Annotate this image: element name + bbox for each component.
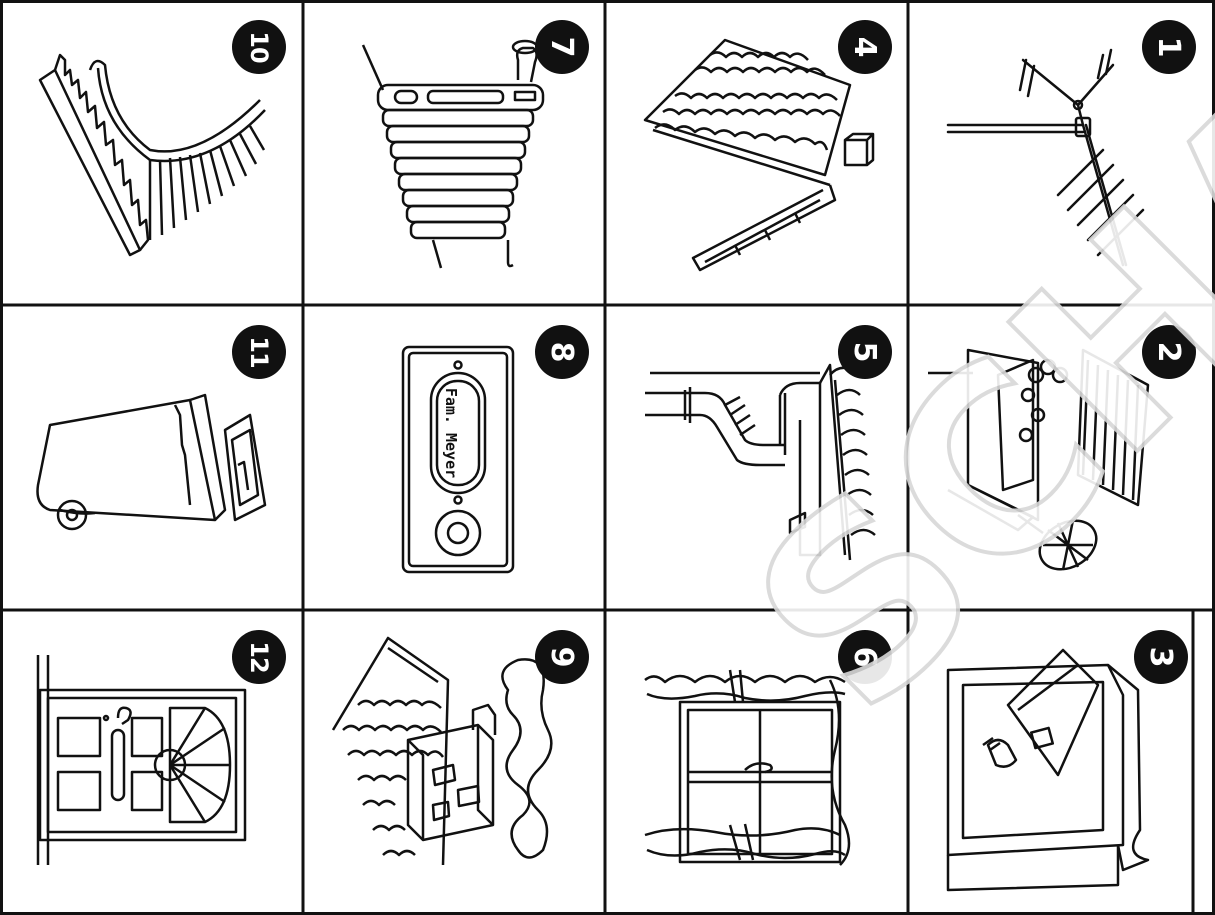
cell-antenna: 1 — [908, 0, 1215, 305]
badge-6: 6 — [838, 630, 892, 684]
cell-trash-bin: 11 — [0, 305, 303, 610]
cell-roof-ornament: 10 — [0, 0, 303, 305]
badge-1: 1 — [1142, 20, 1196, 74]
cell-drainpipe: 5 — [605, 305, 908, 610]
badge-9: 9 — [535, 630, 589, 684]
badge-12: 12 — [232, 630, 286, 684]
badge-11: 11 — [232, 325, 286, 379]
cell-doorbell: Fam. Meyer 8 — [303, 305, 605, 610]
cell-front-door: 12 — [0, 610, 303, 915]
cell-window: 6 — [605, 610, 908, 915]
badge-8: 8 — [535, 325, 589, 379]
cell-mailbox: 3 — [908, 610, 1193, 915]
cell-radiator: 7 — [303, 0, 605, 305]
cell-roof-tiles: 4 — [605, 0, 908, 305]
badge-5: 5 — [838, 325, 892, 379]
cell-chimney: 9 — [303, 610, 605, 915]
cell-balcony: 2 — [908, 305, 1215, 610]
badge-2: 2 — [1142, 325, 1196, 379]
badge-7: 7 — [535, 20, 589, 74]
badge-3: 3 — [1134, 630, 1188, 684]
badge-10: 10 — [232, 20, 286, 74]
nameplate-text: Fam. Meyer — [442, 387, 461, 479]
badge-4: 4 — [838, 20, 892, 74]
